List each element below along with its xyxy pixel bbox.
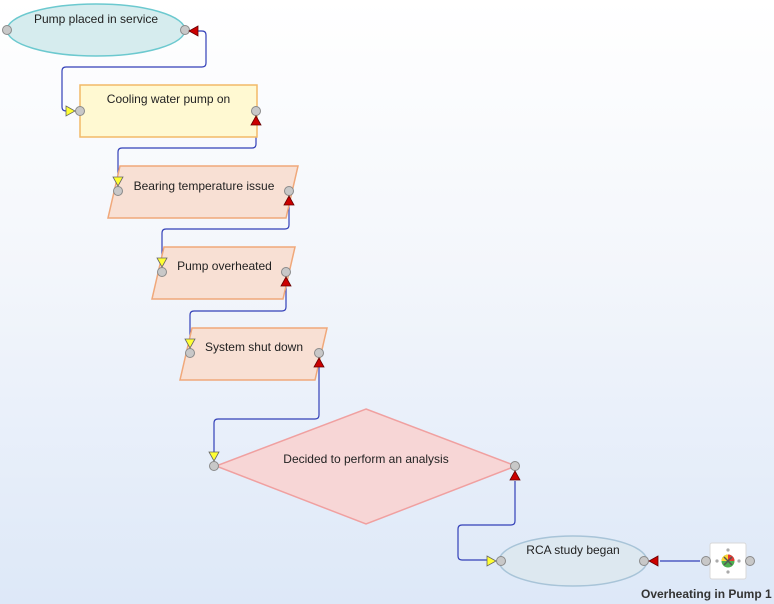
diagram-caption: Overheating in Pump 1 (641, 587, 772, 601)
connector-n7-n6[interactable] (457, 481, 516, 561)
port (701, 556, 711, 566)
port (75, 106, 85, 116)
port (251, 106, 261, 116)
arrow-out-icon (648, 555, 659, 567)
arrow-out-icon (280, 276, 292, 287)
node-label: Bearing temperature issue (133, 179, 275, 193)
incident-icon[interactable] (709, 542, 747, 580)
arrow-out-icon (188, 25, 199, 37)
arrow-in-icon (65, 105, 76, 117)
connectors (61, 30, 700, 562)
ports[interactable] (2, 25, 755, 566)
connector-n2-n1[interactable] (61, 30, 207, 112)
arrow-out-icon (250, 115, 262, 126)
arrow-in-icon (184, 338, 196, 349)
port (180, 25, 190, 35)
arrow-out-icon (509, 470, 521, 481)
port (639, 556, 649, 566)
arrow-out-icon (283, 195, 295, 206)
inbound-arrows (65, 105, 497, 567)
connector-n4-n3[interactable] (161, 204, 290, 262)
arrow-in-icon (208, 451, 220, 462)
node-label: RCA study began (526, 543, 620, 557)
port (745, 556, 755, 566)
arrow-in-icon (486, 555, 497, 567)
node-label: Decided to perform an analysis (283, 452, 449, 466)
node-decided-to-perform-an-analysis[interactable] (213, 408, 519, 525)
connector-n6-n5[interactable] (213, 366, 320, 457)
node-system-shut-down[interactable] (179, 327, 328, 381)
node-label: System shut down (204, 340, 304, 354)
connector-n5-n4[interactable] (189, 287, 287, 341)
connector-n3-n2[interactable] (117, 123, 257, 180)
node-label: Pump placed in service (33, 12, 159, 26)
outbound-arrows (188, 25, 659, 567)
node-label: Cooling water pump on (106, 92, 231, 106)
port (2, 25, 12, 35)
arrow-in-icon (156, 257, 168, 268)
arrow-out-icon (313, 357, 325, 368)
node-bearing-temperature-issue[interactable] (107, 165, 299, 219)
port (496, 556, 506, 566)
node-label: Pump overheated (177, 259, 272, 273)
node-pump-overheated[interactable] (151, 246, 296, 300)
arrow-in-icon (112, 176, 124, 187)
